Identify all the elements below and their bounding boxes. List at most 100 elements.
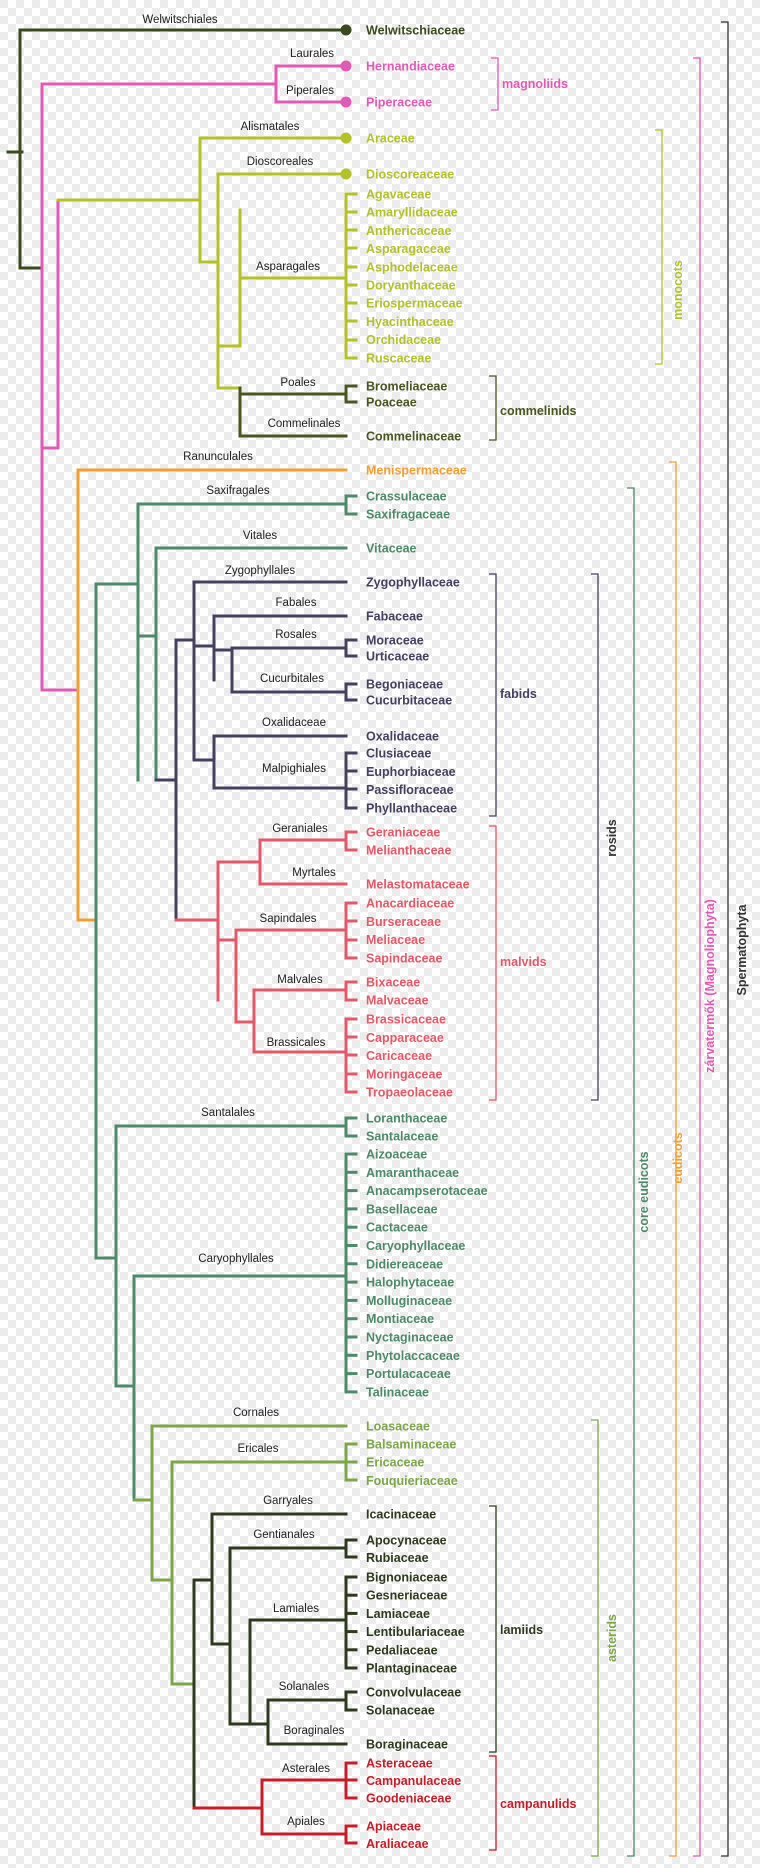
order-label: Brassicales (267, 1037, 326, 1049)
family-label: Apiaceae (366, 1820, 421, 1834)
family-label: Apocynaceae (366, 1534, 447, 1548)
family-label: Didiereaceae (366, 1257, 443, 1271)
family-label: Rubiaceae (366, 1551, 429, 1565)
order-label: Alismatales (241, 121, 300, 133)
family-label: Molluginaceae (366, 1294, 452, 1308)
order-label: Ranunculales (183, 451, 253, 463)
family-label: Montiaceae (366, 1312, 434, 1326)
family-label: Asphodelaceae (366, 260, 458, 274)
order-label: Apiales (287, 1816, 325, 1828)
clade-label-eudicots: eudicots (671, 1132, 685, 1183)
clade-bracket (491, 57, 499, 111)
order-label: Sapindales (260, 913, 317, 925)
clade-label-monocots: monocots (671, 260, 685, 320)
family-label: Poaceae (366, 396, 417, 410)
family-label: Eriospermaceae (366, 297, 463, 311)
family-label: Asteraceae (366, 1757, 433, 1771)
family-label: Burseraceae (366, 915, 441, 929)
order-label: Zygophyllales (225, 565, 296, 577)
family-label: Solanaceae (366, 1704, 435, 1718)
clade-label-asterids: asterids (605, 1614, 619, 1662)
family-label: Capparaceae (366, 1031, 444, 1045)
family-label: Basellaceae (366, 1202, 438, 1216)
clade-label-fabids: fabids (500, 687, 537, 701)
family-label: Portulacaceae (366, 1367, 451, 1381)
family-label: Halophytaceae (366, 1276, 454, 1290)
family-label: Santalaceae (366, 1130, 438, 1144)
family-label: Caricaceae (366, 1049, 432, 1063)
order-label: Cucurbitales (260, 673, 324, 685)
family-label: Goodeniaceae (366, 1792, 451, 1806)
family-label: Zygophyllaceae (366, 576, 460, 590)
family-label: Cucurbitaceae (366, 694, 452, 708)
family-label: Asparagaceae (366, 242, 451, 256)
family-label: Phytolaccaceae (366, 1349, 460, 1363)
clade-label-magnoliids: magnoliids (502, 77, 568, 91)
order-label: Rosales (275, 629, 317, 641)
family-label: Amaryllidaceae (366, 206, 458, 220)
family-label: Sapindaceae (366, 951, 442, 965)
order-label: Asparagales (256, 261, 320, 273)
family-label: Urticaceae (366, 650, 429, 664)
family-label: Loasaceae (366, 1420, 430, 1434)
order-label: Fabales (276, 597, 317, 609)
family-label: Anacampserotaceae (366, 1184, 488, 1198)
clade-bracket (591, 573, 599, 1101)
order-label: Garryales (263, 1495, 313, 1507)
family-label: Meliaceae (366, 933, 425, 947)
family-label: Begoniaceae (366, 678, 443, 692)
order-label: Saxifragales (206, 485, 270, 497)
clade-bracket (489, 825, 497, 1101)
order-label: Vitales (243, 530, 278, 542)
clade-label-malvids: malvids (500, 955, 547, 969)
family-label: Caryophyllaceae (366, 1239, 465, 1253)
family-label: Fouquieriaceae (366, 1474, 458, 1488)
leaf-node (340, 168, 352, 180)
clade-bracket (693, 57, 701, 1857)
family-label: Welwitschiaceae (366, 24, 465, 38)
order-label: Solanales (279, 1681, 330, 1693)
order-label: Gentianales (253, 1529, 315, 1541)
family-label: Moraceae (366, 634, 424, 648)
leaf-node (340, 132, 352, 144)
order-label: Laurales (290, 48, 334, 60)
family-label: Boraginaceae (366, 1738, 448, 1752)
clade-bracket (489, 1505, 497, 1753)
family-label: Balsaminaceae (366, 1438, 456, 1452)
family-label: Dioscoreaceae (366, 168, 454, 182)
order-label: Cornales (233, 1407, 279, 1419)
clade-bracket (489, 375, 497, 441)
clade-bracket (669, 461, 677, 1857)
order-label: Boraginales (284, 1725, 345, 1737)
family-label: Araceae (366, 132, 415, 146)
family-label: Bignoniaceae (366, 1571, 447, 1585)
clade-label-rosids: rosids (605, 819, 619, 857)
clade-bracket (721, 21, 729, 1857)
family-label: Passifloraceae (366, 783, 454, 797)
family-label: Icacinaceae (366, 1508, 436, 1522)
family-label: Melastomataceae (366, 878, 470, 892)
order-label: Lamiales (273, 1603, 319, 1615)
family-label: Lamiaceae (366, 1607, 430, 1621)
order-label: Santalales (201, 1107, 255, 1119)
family-label: Gesneriaceae (366, 1589, 447, 1603)
family-label: Plantaginaceae (366, 1662, 457, 1676)
family-label: Tropaeolaceae (366, 1086, 453, 1100)
family-label: Clusiaceae (366, 747, 431, 761)
family-label: Melianthaceae (366, 844, 452, 858)
family-label: Bixaceae (366, 976, 420, 990)
family-label: Convolvulaceae (366, 1686, 461, 1700)
order-label: Ericales (238, 1443, 279, 1455)
family-label: Piperaceae (366, 96, 432, 110)
family-label: Menispermaceae (366, 464, 467, 478)
clade-label-campanulids: campanulids (500, 1797, 576, 1811)
family-label: Anacardiaceae (366, 897, 454, 911)
family-label: Talinaceae (366, 1385, 429, 1399)
family-label: Bromeliaceae (366, 380, 447, 394)
family-label: Aizoaceae (366, 1148, 427, 1162)
order-label: Malpighiales (262, 763, 326, 775)
clade-bracket (489, 573, 497, 817)
family-label: Loranthaceae (366, 1112, 447, 1126)
